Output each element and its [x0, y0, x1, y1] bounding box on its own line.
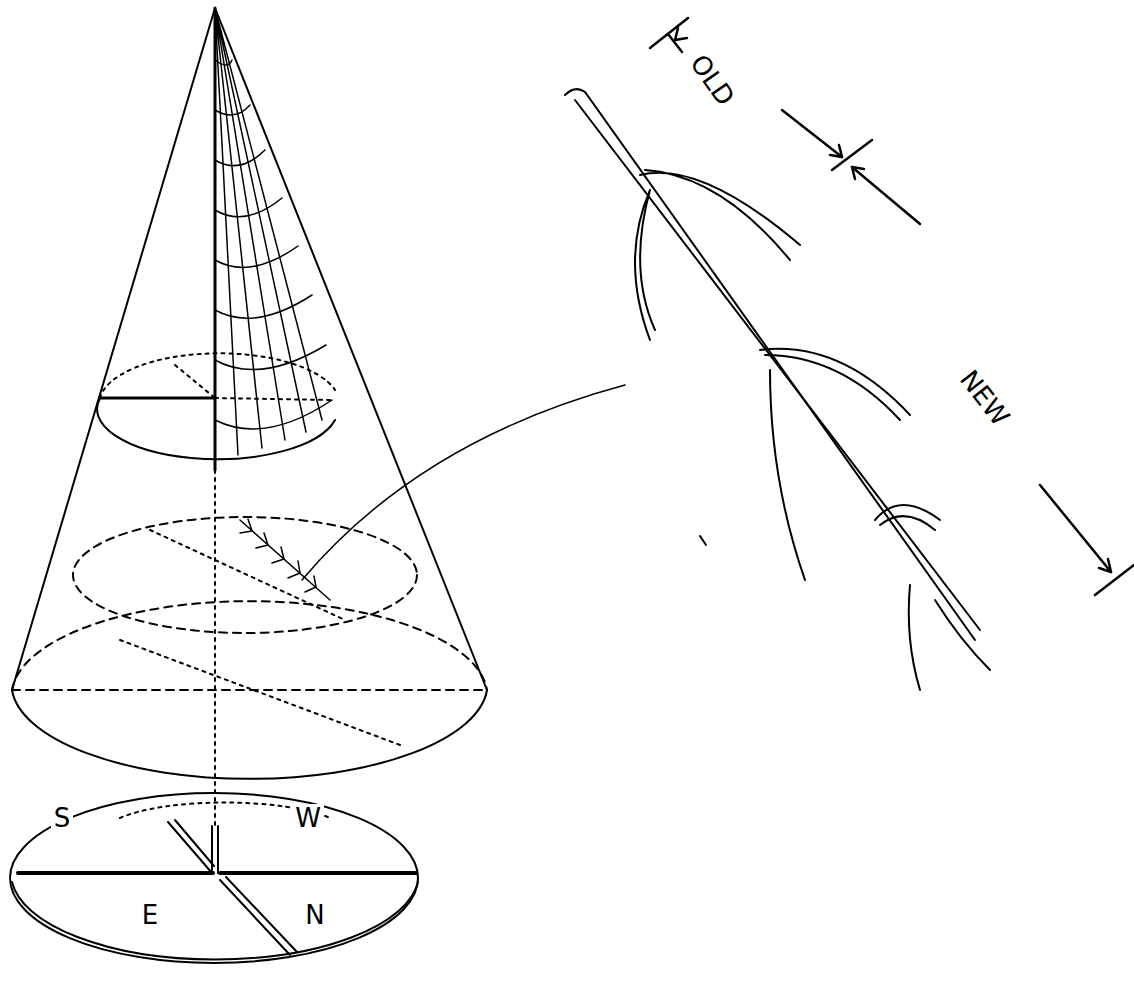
direction-label: S: [51, 804, 74, 832]
cut-axis-edge: [214, 8, 217, 470]
dimension-label: OLD: [683, 47, 741, 113]
dimension-label: NEW: [953, 363, 1017, 434]
branch-detail: [565, 89, 990, 690]
cut-radius: [215, 398, 330, 400]
base-diameter-2: [120, 640, 400, 745]
leader-line: [302, 385, 625, 580]
direction-label: N: [302, 901, 327, 929]
direction-label: E: [139, 901, 161, 929]
sample-grid: [215, 8, 332, 455]
cone-outline: [12, 8, 487, 690]
cut-section-back: [100, 353, 335, 398]
crown-level-line: [150, 530, 345, 620]
cone-base: [12, 690, 487, 779]
direction-label: W: [292, 804, 324, 832]
dimension-lines: [650, 18, 1134, 595]
crown-level: [73, 517, 417, 633]
tree-axis: [214, 470, 216, 830]
cut-face-edge: [100, 397, 215, 400]
cone-base-back: [12, 601, 487, 690]
ground-disk: [10, 793, 418, 963]
cut-radius-2: [175, 365, 215, 398]
branch-small: [240, 519, 330, 600]
